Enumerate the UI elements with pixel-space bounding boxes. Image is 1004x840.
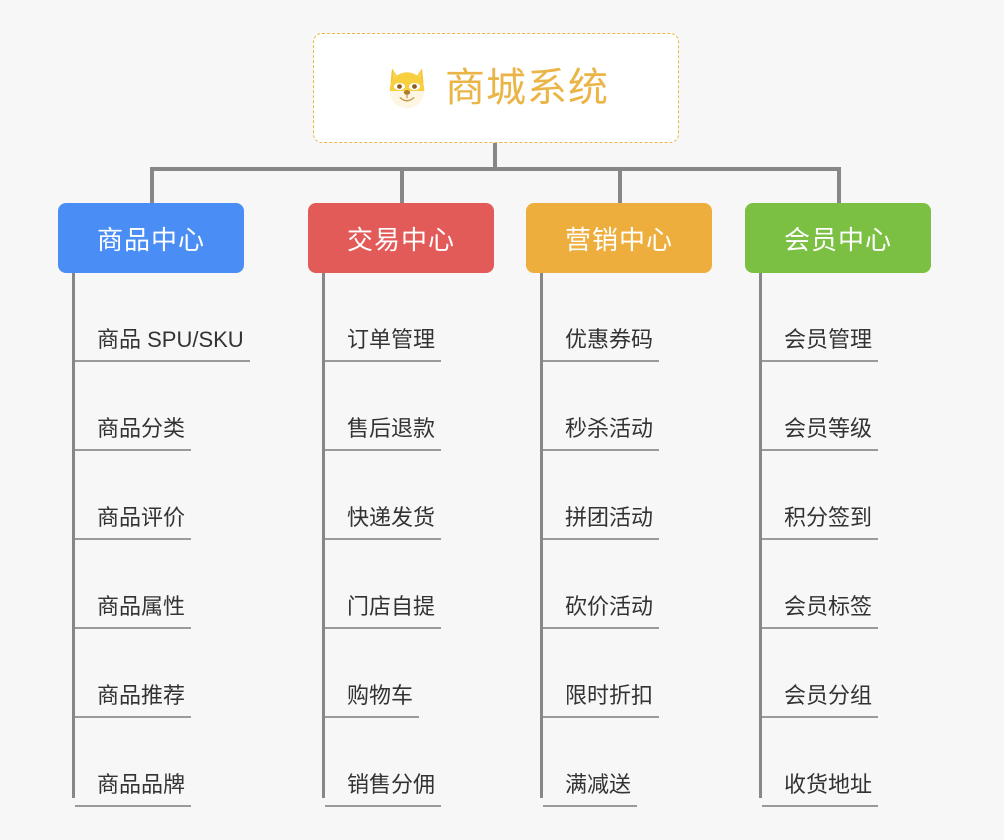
branch-header-label: 营销中心 <box>564 224 673 255</box>
list-item[interactable]: 售后退款 <box>308 362 494 451</box>
leaf-label: 商品属性 <box>75 596 192 629</box>
list-item[interactable]: 门店自提 <box>308 540 494 629</box>
leaf-label: 会员管理 <box>762 329 879 362</box>
connector-drop-marketing <box>618 167 622 203</box>
list-item[interactable]: 积分签到 <box>745 451 931 540</box>
branch-spine-member <box>759 273 762 798</box>
list-item[interactable]: 商品属性 <box>58 540 244 629</box>
list-item[interactable]: 商品品牌 <box>58 718 244 807</box>
branch-column-member: 会员中心 会员管理 会员等级 积分签到 会员标签 会员分组 收货地址 <box>745 167 931 807</box>
shiba-dog-face-icon <box>383 64 431 112</box>
connector-drop-product <box>150 167 154 203</box>
leaf-label: 拼团活动 <box>543 507 660 540</box>
list-item[interactable]: 商品推荐 <box>58 629 244 718</box>
leaf-label: 会员等级 <box>762 418 879 451</box>
branch-spine-marketing <box>540 273 543 798</box>
list-item[interactable]: 商品评价 <box>58 451 244 540</box>
branch-header-label: 交易中心 <box>346 224 455 255</box>
root-title: 商城系统 <box>445 66 609 110</box>
branch-column-product: 商品中心 商品 SPU/SKU 商品分类 商品评价 商品属性 商品推荐 商品品牌 <box>58 167 250 807</box>
list-item[interactable]: 会员分组 <box>745 629 931 718</box>
leaf-label: 商品 SPU/SKU <box>75 329 250 362</box>
leaf-label: 门店自提 <box>325 596 442 629</box>
leaf-label: 优惠券码 <box>543 329 660 362</box>
branch-column-trade: 交易中心 订单管理 售后退款 快递发货 门店自提 购物车 销售分佣 <box>308 167 494 807</box>
list-item[interactable]: 会员等级 <box>745 362 931 451</box>
branch-header-label: 商品中心 <box>96 224 205 255</box>
connector-drop-trade <box>400 167 404 203</box>
leaf-label: 订单管理 <box>325 329 442 362</box>
leaf-label: 售后退款 <box>325 418 442 451</box>
list-item[interactable]: 购物车 <box>308 629 494 718</box>
leaf-label: 商品推荐 <box>75 685 192 718</box>
leaf-label: 满减送 <box>543 774 638 807</box>
leaf-label: 收货地址 <box>762 774 879 807</box>
leaf-label: 销售分佣 <box>325 774 442 807</box>
leaf-label: 积分签到 <box>762 507 879 540</box>
leaf-list-product: 商品 SPU/SKU 商品分类 商品评价 商品属性 商品推荐 商品品牌 <box>58 273 250 807</box>
list-item[interactable]: 满减送 <box>526 718 712 807</box>
list-item[interactable]: 商品分类 <box>58 362 244 451</box>
branch-header-member[interactable]: 会员中心 <box>745 203 931 273</box>
list-item[interactable]: 限时折扣 <box>526 629 712 718</box>
connector-drop-member <box>837 167 841 203</box>
branch-header-label: 会员中心 <box>783 224 892 255</box>
leaf-label: 会员分组 <box>762 685 879 718</box>
leaf-label: 商品分类 <box>75 418 192 451</box>
leaf-label: 购物车 <box>325 685 420 718</box>
leaf-label: 快递发货 <box>325 507 442 540</box>
branch-column-marketing: 营销中心 优惠券码 秒杀活动 拼团活动 砍价活动 限时折扣 满减送 <box>526 167 712 807</box>
branch-header-trade[interactable]: 交易中心 <box>308 203 494 273</box>
leaf-label: 商品品牌 <box>75 774 192 807</box>
leaf-label: 砍价活动 <box>543 596 660 629</box>
connector-horizontal-bus <box>150 167 838 171</box>
leaf-label: 会员标签 <box>762 596 879 629</box>
list-item[interactable]: 商品 SPU/SKU <box>58 273 250 362</box>
leaf-label: 商品评价 <box>75 507 192 540</box>
list-item[interactable]: 优惠券码 <box>526 273 712 362</box>
connector-root-stem <box>493 143 497 169</box>
branch-header-product[interactable]: 商品中心 <box>58 203 244 273</box>
list-item[interactable]: 会员管理 <box>745 273 931 362</box>
branch-spine-trade <box>322 273 325 798</box>
list-item[interactable]: 销售分佣 <box>308 718 494 807</box>
branch-header-marketing[interactable]: 营销中心 <box>526 203 712 273</box>
list-item[interactable]: 拼团活动 <box>526 451 712 540</box>
leaf-label: 秒杀活动 <box>543 418 660 451</box>
list-item[interactable]: 收货地址 <box>745 718 931 807</box>
list-item[interactable]: 快递发货 <box>308 451 494 540</box>
leaf-list-member: 会员管理 会员等级 积分签到 会员标签 会员分组 收货地址 <box>745 273 931 807</box>
root-node[interactable]: 商城系统 <box>313 33 679 143</box>
branch-spine-product <box>72 273 75 798</box>
list-item[interactable]: 订单管理 <box>308 273 494 362</box>
list-item[interactable]: 会员标签 <box>745 540 931 629</box>
list-item[interactable]: 砍价活动 <box>526 540 712 629</box>
leaf-list-trade: 订单管理 售后退款 快递发货 门店自提 购物车 销售分佣 <box>308 273 494 807</box>
leaf-label: 限时折扣 <box>543 685 660 718</box>
list-item[interactable]: 秒杀活动 <box>526 362 712 451</box>
leaf-list-marketing: 优惠券码 秒杀活动 拼团活动 砍价活动 限时折扣 满减送 <box>526 273 712 807</box>
